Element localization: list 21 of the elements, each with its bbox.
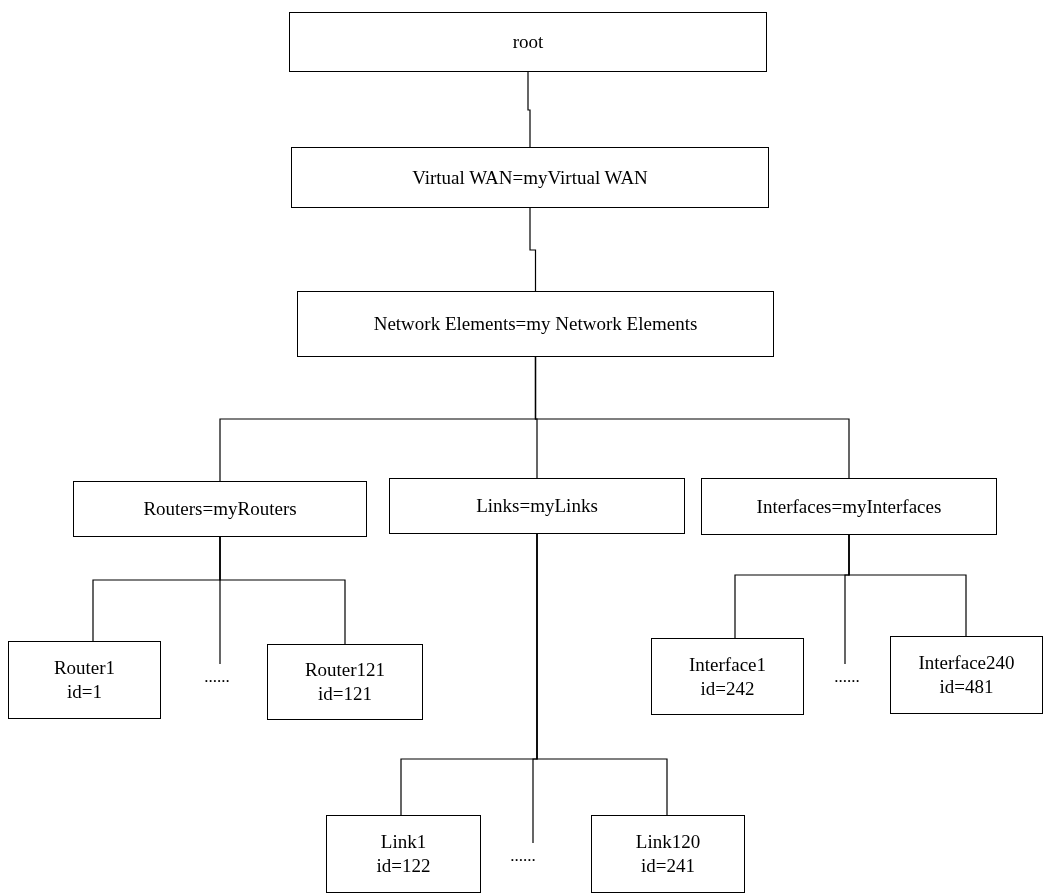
tree-node-box: root <box>289 12 767 72</box>
ellipsis-text: ...... <box>827 664 867 688</box>
connector-line <box>534 356 850 479</box>
connector-line <box>219 536 346 645</box>
tree-node-box: Interfaces=myInterfaces <box>701 478 997 535</box>
tree-node-box: Virtual WAN=myVirtual WAN <box>291 147 769 208</box>
connector-line <box>529 207 537 292</box>
connector-line <box>848 534 967 637</box>
tree-node-box: Network Elements=my Network Elements <box>297 291 774 357</box>
tree-node-box: Router121 id=121 <box>267 644 423 720</box>
tree-node-box: Interface1 id=242 <box>651 638 804 715</box>
ellipsis-text: ...... <box>503 843 543 867</box>
tree-node-box: Routers=myRouters <box>73 481 367 537</box>
tree-node-box: Link120 id=241 <box>591 815 745 893</box>
tree-node-box: Router1 id=1 <box>8 641 161 719</box>
tree-node-box: Link1 id=122 <box>326 815 481 893</box>
connector-line <box>536 533 668 816</box>
tree-node-box: Interface240 id=481 <box>890 636 1043 714</box>
ellipsis-text: ...... <box>197 664 237 688</box>
tree-node-box: Links=myLinks <box>389 478 685 534</box>
connector-line <box>527 71 531 148</box>
